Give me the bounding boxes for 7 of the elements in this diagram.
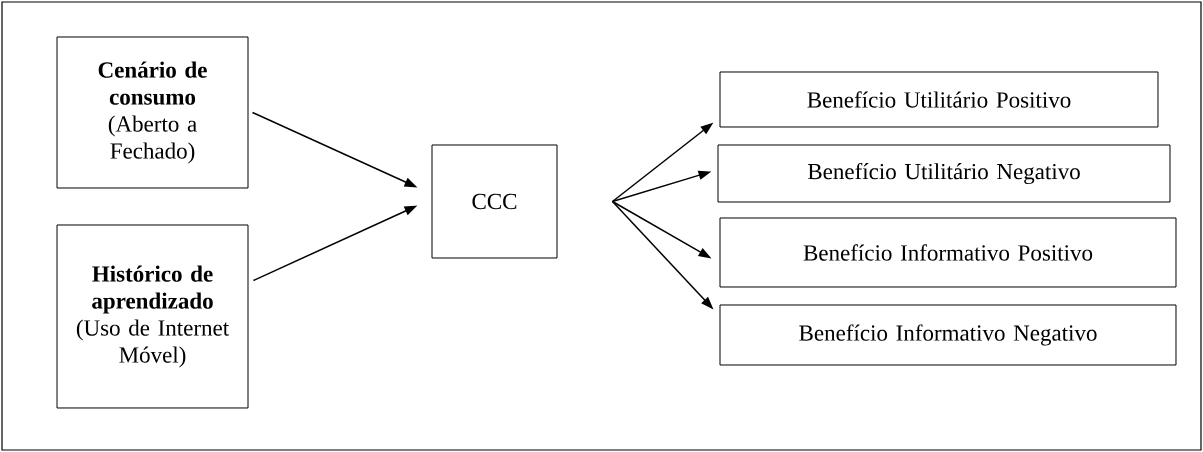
process-box: CCC bbox=[431, 144, 558, 259]
process-box: Benefício Utilitário Negativo bbox=[717, 144, 1171, 203]
process-box: Benefício Utilitário Positivo bbox=[719, 71, 1159, 128]
process-box: Histórico de aprendizado (Uso de Internet Móvel) bbox=[56, 224, 249, 409]
process-box: Cenário de consumo (Aberto a Fechado) bbox=[56, 36, 249, 189]
process-box: Benefício Informativo Negativo bbox=[719, 304, 1177, 366]
process-box: Benefício Informativo Positivo bbox=[719, 217, 1177, 288]
